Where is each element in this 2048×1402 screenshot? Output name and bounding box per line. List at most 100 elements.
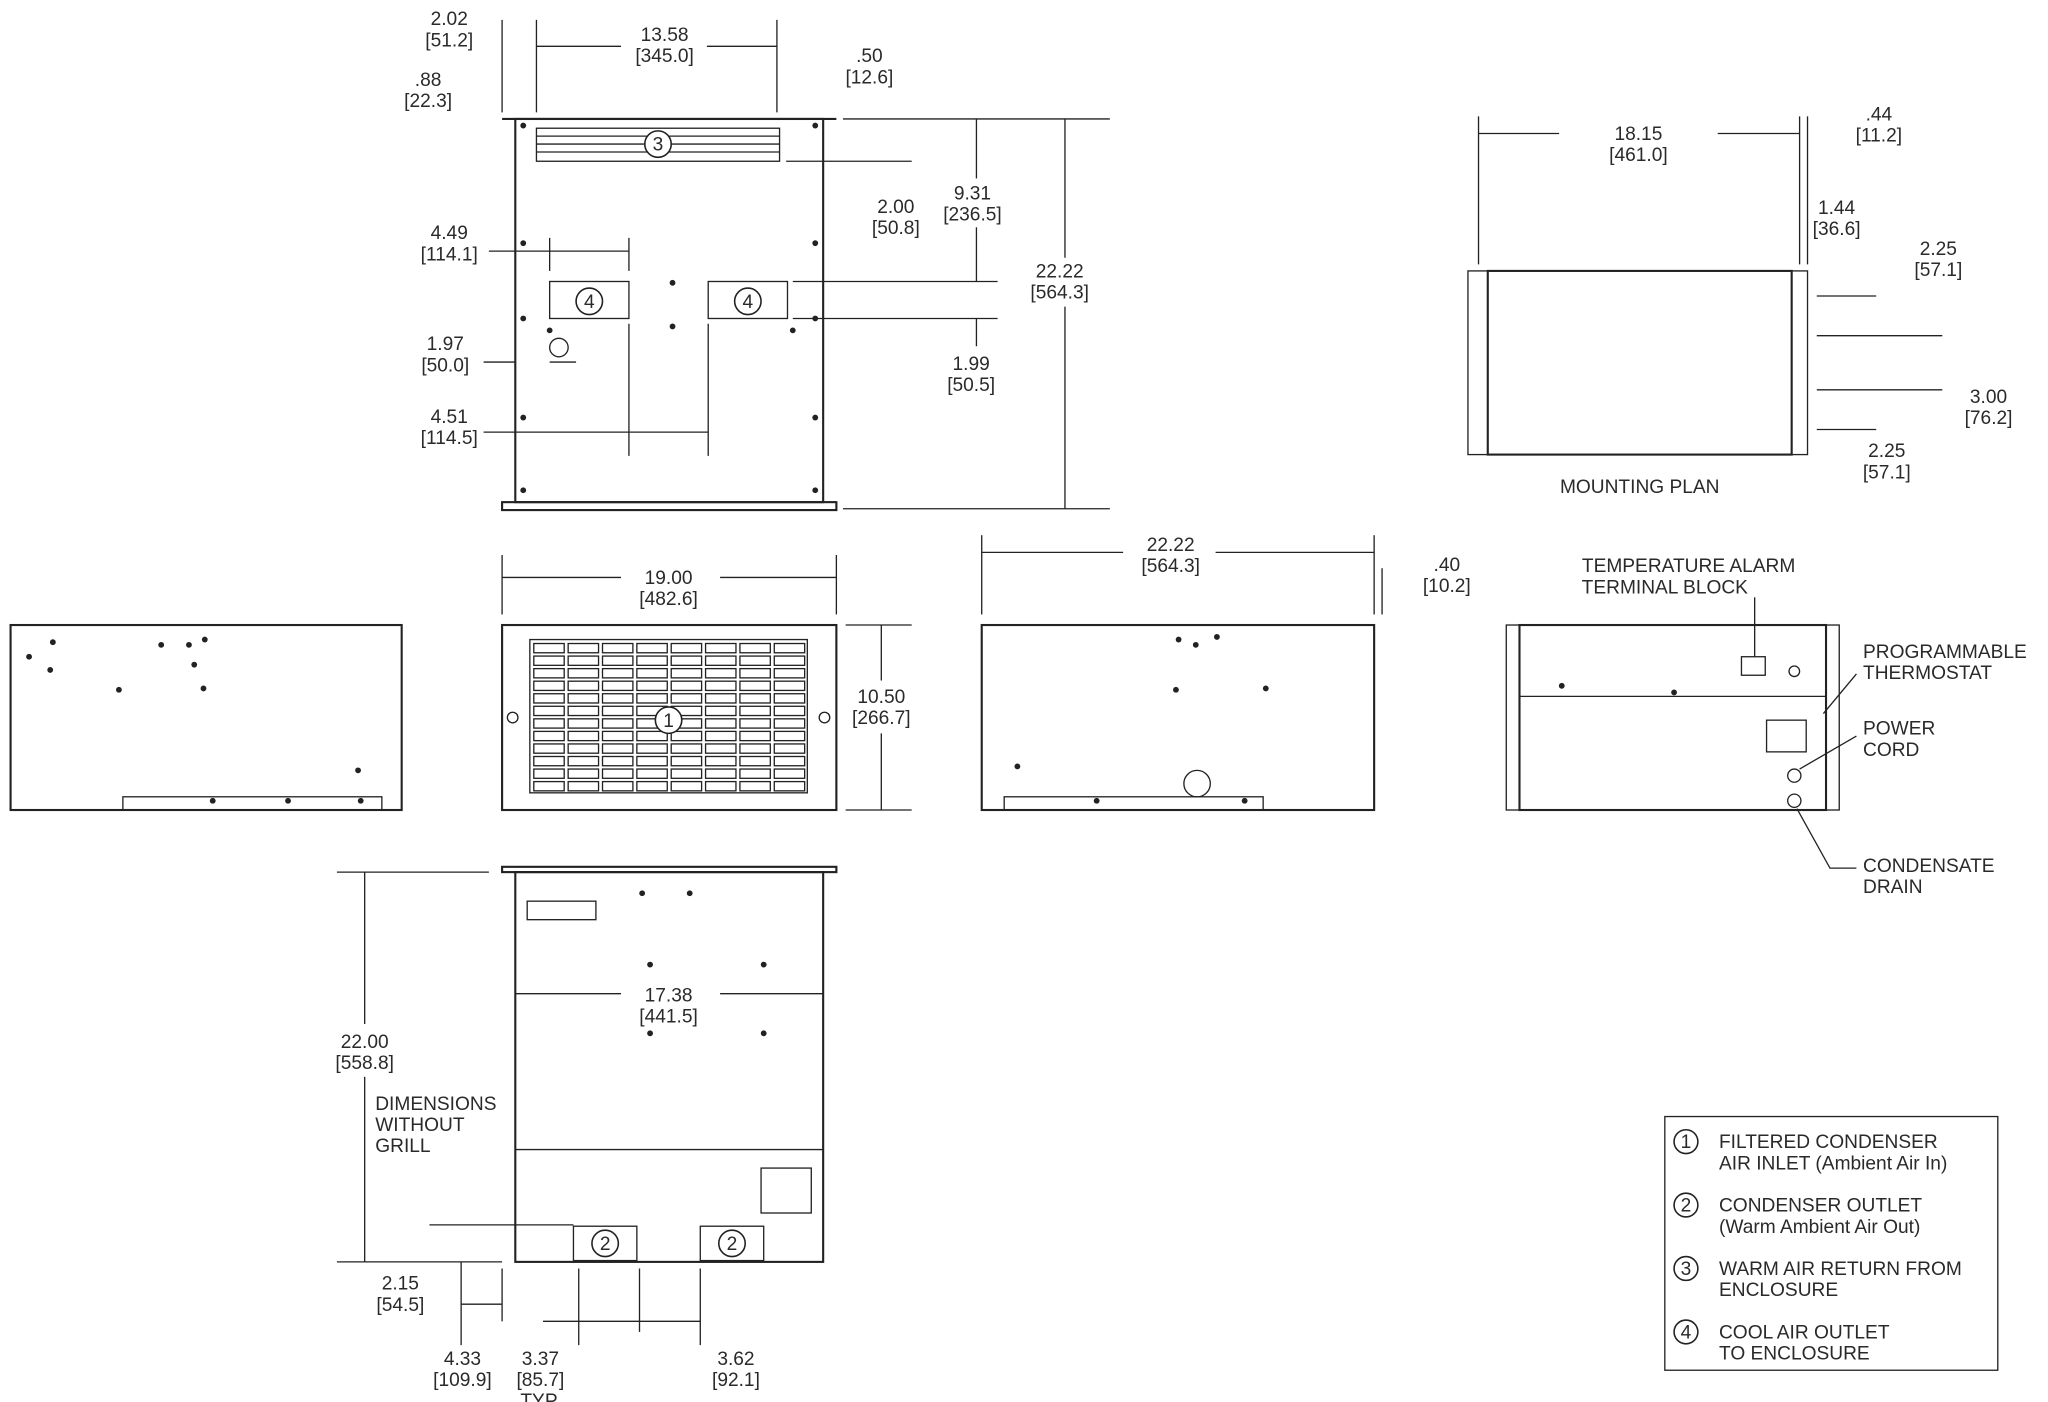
grille-slot — [567, 780, 600, 792]
no-grill-note-2: WITHOUT — [375, 1115, 465, 1136]
legend-text: WARM AIR RETURN FROM — [1719, 1259, 1962, 1280]
grille-slot — [670, 743, 703, 754]
screw-hole — [186, 641, 192, 648]
grille-slot — [601, 693, 634, 704]
grille-slot — [567, 743, 600, 754]
legend-number: 3 — [1681, 1259, 1692, 1280]
grille-slot — [567, 718, 600, 729]
grille-slot — [567, 655, 600, 666]
grille-slot — [601, 667, 634, 679]
grille-slot — [670, 680, 703, 692]
legend-text-2: AIR INLET (Ambient Air In) — [1719, 1153, 1947, 1174]
callout-number: 2 — [600, 1234, 611, 1255]
dimension-metric: [76.2] — [1965, 408, 2013, 429]
grille-slot — [704, 755, 737, 767]
grille-slot — [670, 768, 703, 779]
grille-slot — [636, 730, 668, 742]
grille-slot — [773, 730, 806, 742]
dimension-value: .50 — [856, 46, 883, 67]
grille-slot — [567, 705, 600, 717]
grille-slot — [704, 768, 737, 779]
cool-air-outlet-right — [707, 280, 789, 320]
component-labels: MOUNTING PLAN TEMPERATURE ALARM TERMINAL… — [375, 477, 2027, 1157]
dimension-labels: 2.02[51.2].88[22.3]13.58[345.0].50[12.6]… — [335, 9, 2012, 1402]
legend-text-2: ENCLOSURE — [1719, 1280, 1838, 1301]
dimension-value: 1.99 — [953, 354, 990, 375]
grille-slot — [601, 768, 634, 779]
grille-slot — [533, 730, 565, 742]
grille-slot — [773, 655, 806, 666]
grille-slot — [670, 755, 703, 767]
screw-hole — [647, 1030, 653, 1037]
cool-air-outlet-left — [548, 280, 630, 320]
grille-slot — [533, 693, 565, 704]
grille-slot — [636, 642, 668, 654]
grille-slot — [670, 655, 703, 666]
screw-hole — [158, 641, 165, 648]
dimension-value: 2.25 — [1920, 239, 1957, 260]
grille-slot — [601, 718, 634, 729]
screw-hole — [639, 890, 646, 897]
dimension-metric: [50.8] — [872, 218, 920, 239]
grille-slot — [704, 680, 737, 692]
grille-slot — [636, 743, 668, 754]
screw-hole — [1014, 763, 1021, 770]
dimension-metric: [564.3] — [1141, 556, 1200, 577]
screw-hole — [669, 279, 676, 286]
grille-slot — [739, 755, 771, 767]
grille-slot — [567, 730, 600, 742]
screw-hole — [1671, 689, 1677, 696]
screw-hole — [47, 667, 54, 673]
grille-slot — [533, 755, 565, 767]
dimension-value: 3.37 — [522, 1349, 559, 1370]
grille-slot — [739, 705, 771, 717]
grille-slot — [704, 693, 737, 704]
legend-number-circle — [1673, 1128, 1699, 1155]
grille-slot — [533, 768, 565, 779]
grille-slot — [773, 693, 806, 704]
grille-slot — [636, 667, 668, 679]
callout-number: 3 — [653, 135, 664, 156]
grille-slot — [567, 642, 600, 654]
grille-slot — [670, 730, 703, 742]
dimension-value: 2.00 — [877, 197, 914, 218]
callout-circle — [654, 706, 683, 735]
screw-hole — [520, 487, 527, 494]
grille-slot — [533, 655, 565, 666]
legend-text-2: (Warm Ambient Air Out) — [1719, 1217, 1920, 1238]
no-grill-note: DIMENSIONS — [375, 1094, 496, 1115]
grille-slot — [567, 755, 600, 767]
grille-slot — [739, 730, 771, 742]
grille-slot — [773, 667, 806, 679]
grille-slot — [533, 780, 565, 792]
callout-circle — [733, 287, 762, 316]
grille-slot — [533, 705, 565, 717]
screw-hole — [812, 487, 819, 494]
dimension-metric: [57.1] — [1863, 462, 1911, 483]
screw-hole — [1093, 797, 1100, 804]
grille-slot — [670, 642, 703, 654]
screw-hole — [49, 639, 56, 646]
grille-slot — [533, 680, 565, 692]
power-cord-label-2: CORD — [1863, 740, 1919, 761]
dimension-value: 2.15 — [382, 1274, 419, 1295]
dimension-value: 1.44 — [1818, 198, 1856, 219]
grille-slot — [773, 718, 806, 729]
no-grill-note-3: GRILL — [375, 1136, 431, 1157]
grille-slot — [704, 705, 737, 717]
dimension-metric: [10.2] — [1423, 576, 1471, 597]
grille-slot — [739, 768, 771, 779]
grille-slot — [636, 680, 668, 692]
callout-number: 4 — [584, 292, 595, 313]
power-cord-label: POWER — [1863, 719, 1935, 740]
mounting-plan-title: MOUNTING PLAN — [1560, 477, 1720, 498]
grille-slot — [567, 667, 600, 679]
grille-slot — [739, 667, 771, 679]
dimension-metric: [236.5] — [943, 205, 1002, 226]
grille-slot — [670, 780, 703, 792]
legend-number: 2 — [1681, 1196, 1692, 1217]
screw-hole — [116, 686, 122, 693]
grille-slot — [773, 780, 806, 792]
